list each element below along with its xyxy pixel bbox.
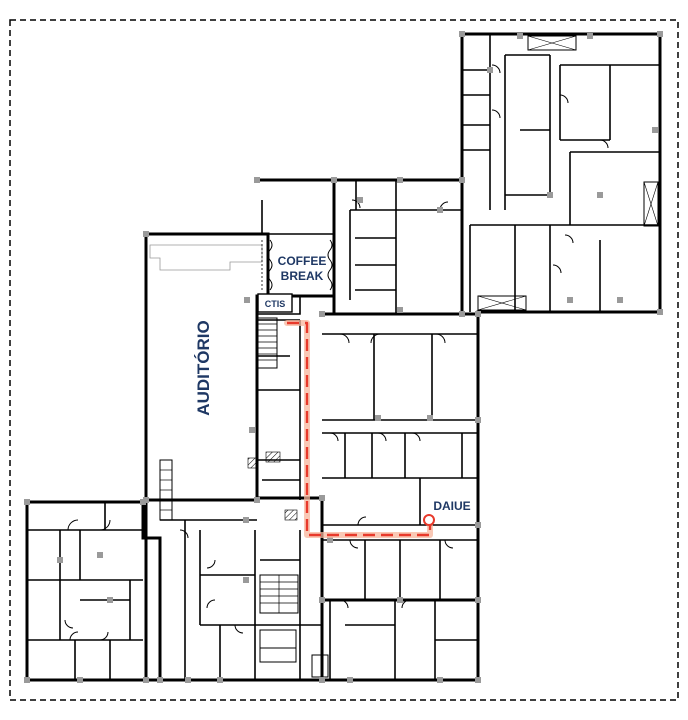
column-marker [375,415,381,421]
column-marker [437,677,443,683]
route-glow [284,320,433,538]
column-marker [331,177,337,183]
column-marker [319,597,325,603]
column-marker [357,197,363,203]
ctis-label: CTIS [265,299,286,309]
column-marker [487,67,493,73]
column-marker [597,192,603,198]
column-marker [319,677,325,683]
route-path [284,320,435,538]
column-marker [77,677,83,683]
interior-walls [27,34,660,680]
door-swings [64,64,609,641]
column-marker [397,177,403,183]
column-marker [347,677,353,683]
column-marker [254,177,260,183]
column-marker [475,597,481,603]
column-marker [657,309,663,315]
column-marker [567,297,573,303]
column-marker [254,497,260,503]
map-border [9,19,679,701]
column-marker [185,677,191,683]
elevator-shafts [247,35,659,678]
column-marker [244,297,250,303]
column-marker [243,517,249,523]
column-marker [24,677,30,683]
column-marker [319,495,325,501]
coffee-break-label-line2: BREAK [281,269,324,283]
column-marker [397,307,403,313]
column-marker [652,127,658,133]
column-marker [217,677,223,683]
column-marker [249,427,255,433]
coffee-break-area [267,239,333,291]
column-marker [459,31,465,37]
column-marker [475,311,481,317]
column-marker [327,537,333,543]
daiue-label: DAIUE [433,499,470,513]
column-marker [97,552,103,558]
column-marker [475,677,481,683]
column-marker [243,577,249,583]
column-marker [427,415,433,421]
column-marker [437,207,443,213]
destination-circle-icon [423,514,435,526]
structural-columns [24,31,663,683]
column-marker [57,557,63,563]
column-marker [107,597,113,603]
column-marker [459,177,465,183]
column-marker [397,597,403,603]
stairs-icon [159,317,299,614]
column-marker [319,311,325,317]
column-marker [587,33,593,39]
column-marker [475,417,481,423]
auditorium-label: AUDITÓRIO [194,320,213,415]
column-marker [459,311,465,317]
column-marker [143,677,149,683]
column-marker [143,231,149,237]
coffee-break-label-line1: COFFEE [278,254,327,268]
ctis-room [257,293,293,313]
auditorium-stage [149,240,263,290]
building-outline [25,32,662,682]
column-marker [475,522,481,528]
column-marker [24,499,30,505]
column-marker [517,33,523,39]
column-marker [547,192,553,198]
column-marker [157,677,163,683]
column-marker [617,297,623,303]
column-marker [657,31,663,37]
column-marker [143,497,149,503]
